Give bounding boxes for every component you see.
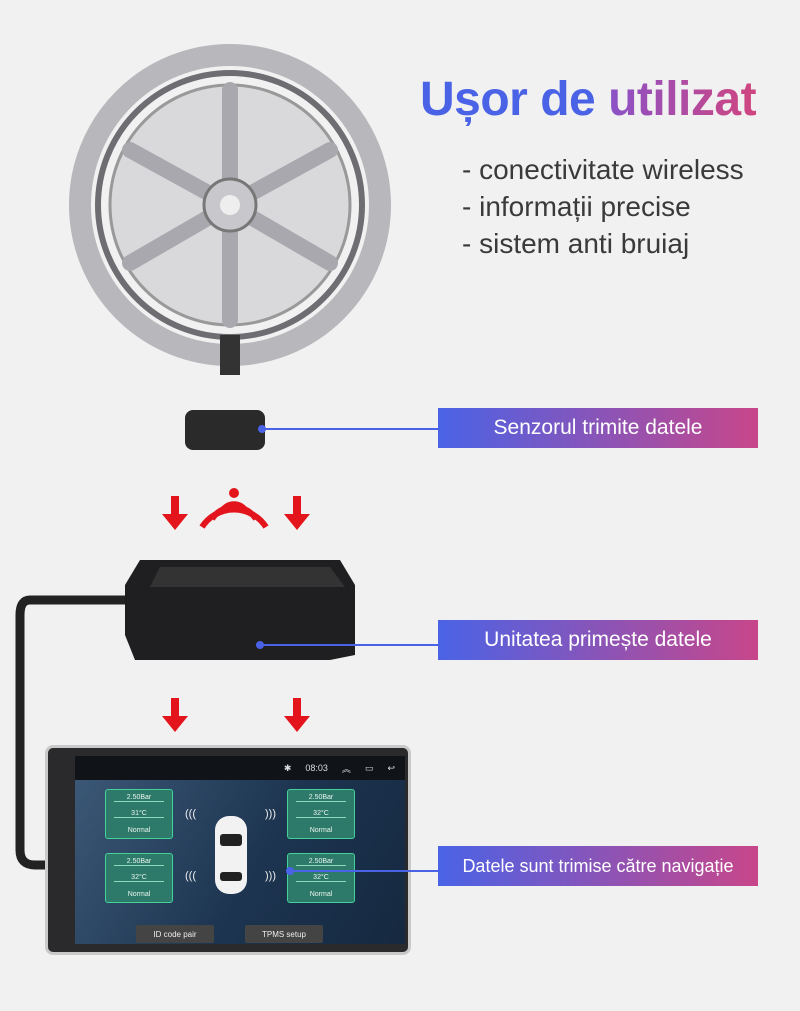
signal-icon: ((( [185, 808, 196, 820]
arrow-down-icon [284, 496, 310, 530]
connector-dot [258, 425, 266, 433]
receiver-unit-image [15, 560, 355, 870]
label-sensor: Senzorul trimite datele [438, 408, 758, 448]
tpms-setup-button[interactable]: TPMS setup [245, 925, 323, 943]
bullet-item: - conectivitate wireless [462, 154, 744, 185]
car-icon [215, 816, 247, 894]
clock: 08:03 [305, 763, 328, 773]
signal-icon: ))) [265, 870, 276, 882]
connector-line [290, 870, 438, 872]
status-bar: ✱ 08:03 ︽ ▭ ↩ [75, 756, 405, 780]
tpms-sensor-image [185, 410, 265, 450]
arrow-down-icon [162, 496, 188, 530]
bluetooth-icon: ✱ [283, 762, 292, 773]
label-unit: Unitatea primește datele [438, 620, 758, 660]
headline: Ușor de utilizat [420, 73, 757, 126]
recent-apps-icon[interactable]: ▭ [364, 762, 374, 773]
connector-dot [286, 867, 294, 875]
bullet-item: - sistem anti bruiaj [462, 228, 690, 259]
expand-icon[interactable]: ︽ [341, 763, 351, 774]
signal-icon: ((( [185, 870, 196, 882]
arrow-down-icon [162, 698, 188, 732]
connector-line [262, 428, 438, 430]
bullet-item: - informații precise [462, 191, 691, 222]
label-navigation: Datele sunt trimise către navigație [438, 846, 758, 886]
connector-line [262, 644, 438, 646]
signal-icon: ))) [265, 808, 276, 820]
wireless-signal-icon [199, 488, 269, 529]
arrow-down-icon [284, 698, 310, 732]
id-code-pair-button[interactable]: ID code pair [136, 925, 214, 943]
connector-dot [256, 641, 264, 649]
back-icon[interactable]: ↩ [387, 762, 395, 773]
wheel-image [69, 44, 391, 375]
